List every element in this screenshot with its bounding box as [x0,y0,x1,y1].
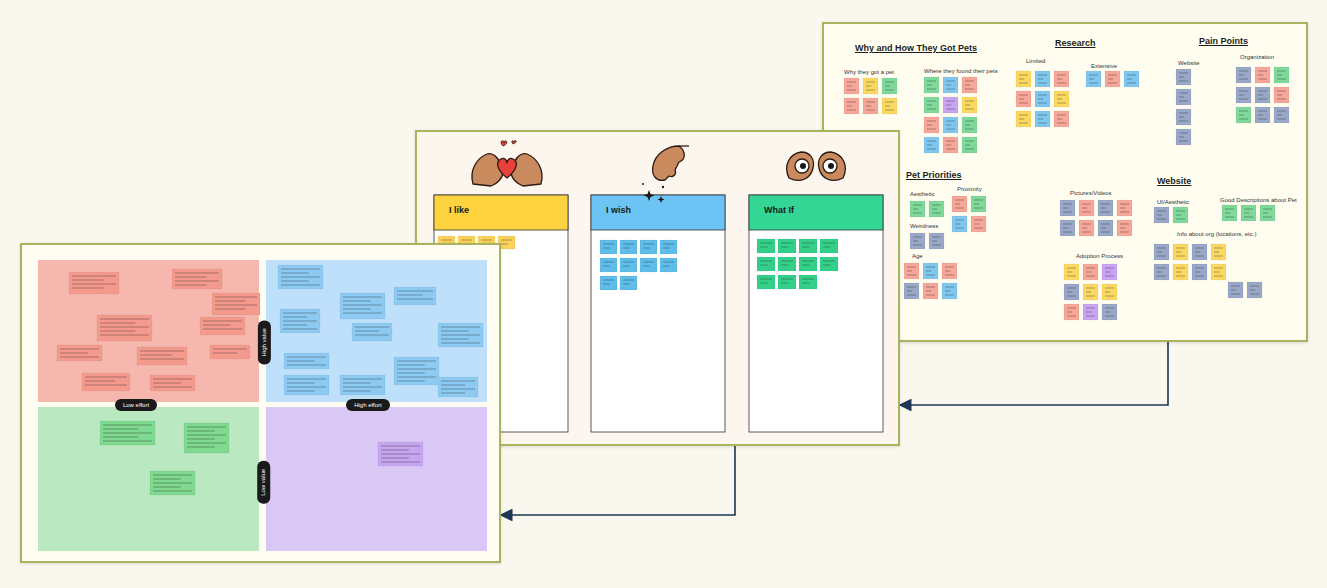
axis-pill: High effort [346,399,390,412]
column-heading: I like [449,206,469,216]
section-heading: Website [1157,177,1191,187]
column-heading: I wish [606,206,631,216]
group-label: Adoption Process [1076,253,1123,260]
group-label: Extensive [1091,63,1117,70]
axis-pill: Low effort [115,399,157,412]
flow-arrow [501,446,735,515]
group-label: Info about org (locations, etc.) [1177,231,1256,238]
group-label: Limited [1026,58,1045,65]
group-label: Good Descriptions about Pet [1220,197,1297,204]
group-label: Aesthetic [910,191,935,198]
group-label: Why they got a pet [844,69,894,76]
section-heading: Research [1055,39,1096,49]
column-heading: What If [764,206,794,216]
section-heading: Why and How They Got Pets [855,44,977,54]
group-label: Website [1178,60,1200,67]
flow-arrow [900,342,1168,405]
axis-pill: High value [258,320,271,364]
axis-pill: Low value [258,460,271,503]
group-label: Age [912,253,923,260]
group-label: Organization [1240,54,1274,61]
section-heading: Pet Priorities [906,171,962,181]
section-heading: Pain Points [1199,37,1248,47]
group-label: Where they found their pets [924,68,998,75]
group-label: Proximity [957,186,982,193]
group-label: Pictures/Videos [1070,190,1112,197]
group-label: Weirdness [910,223,938,230]
group-label: UI/Aesthetic [1157,199,1189,206]
priority-matrix-art [22,245,499,561]
priority-matrix-board: High valueLow effort High effortLow value [20,243,501,563]
